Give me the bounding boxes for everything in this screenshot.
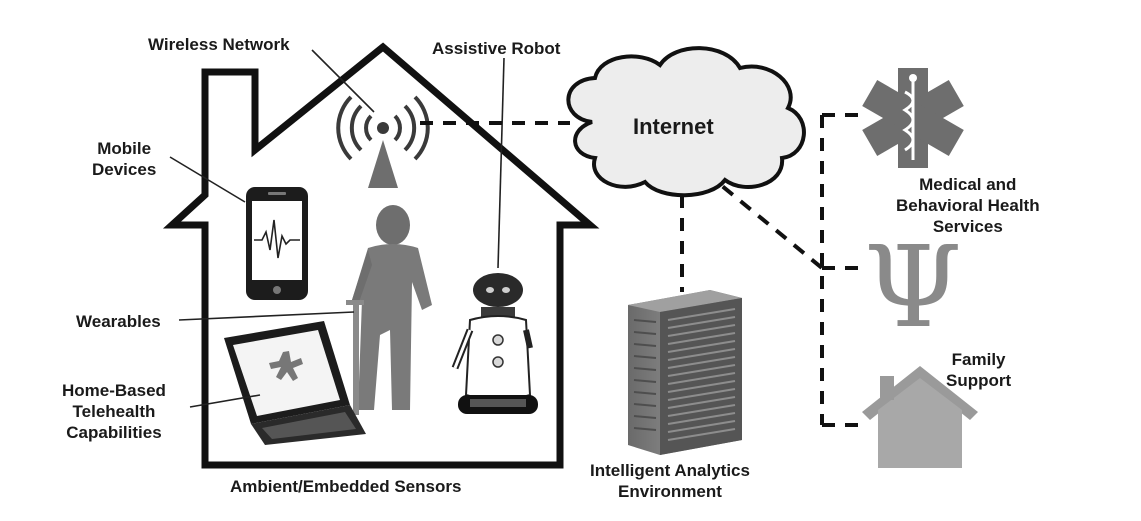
medical-services-label: Medical and Behavioral Health Services: [896, 175, 1040, 236]
home-telehealth-label: Home-Based Telehealth Capabilities: [62, 381, 166, 442]
svg-text:Ψ: Ψ: [864, 223, 962, 353]
house-icon: [162, 42, 600, 469]
mobile-leader-line: [169, 156, 246, 203]
wifi-tower-icon: [336, 95, 430, 188]
internet-label: Internet: [633, 114, 714, 139]
ambient-sensors-label: Ambient/Embedded Sensors: [230, 477, 462, 496]
telehealth-leader-line: [189, 394, 261, 408]
star-of-life-icon: [862, 68, 964, 168]
assistive-robot-label: Assistive Robot: [432, 39, 561, 58]
mobile-devices-label: Mobile Devices: [92, 139, 157, 179]
family-support-label: Family Support: [946, 350, 1012, 390]
person-with-crutch-icon: [346, 205, 432, 415]
wearables-label: Wearables: [76, 312, 161, 331]
wireless-network-label: Wireless Network: [148, 35, 290, 54]
robot-leader-line: [497, 57, 505, 269]
leader-lines: [169, 49, 505, 408]
wireless-leader-line: [311, 49, 375, 113]
psi-icon: Ψ: [864, 223, 962, 353]
robot-icon: [451, 273, 538, 414]
cloud-icon: [566, 46, 806, 198]
wearables-leader-line: [178, 311, 355, 321]
laptop-icon: [224, 321, 366, 445]
dashed-connections: [420, 113, 864, 427]
internet-to-services-line: [703, 170, 824, 270]
home-icon: [862, 366, 978, 468]
analytics-label: Intelligent Analytics Environment: [590, 461, 750, 501]
server-icon: [628, 290, 742, 455]
smartphone-icon: [246, 187, 308, 300]
